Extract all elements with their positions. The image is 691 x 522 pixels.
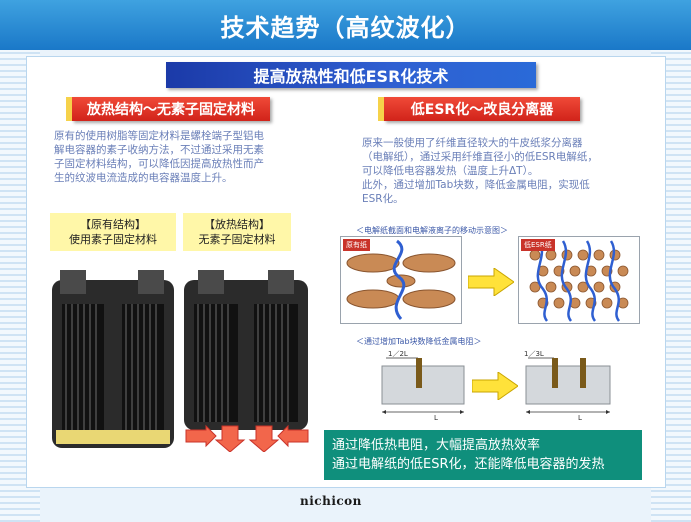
original-capacitor-illustration: [48, 264, 178, 452]
right-paragraph-line: ESR化。: [362, 193, 404, 205]
left-banner: 放热结构～无素子固定材料: [66, 97, 270, 121]
label-original-desc: 使用素子固定材料: [69, 233, 157, 246]
new-capacitor-illustration: [180, 264, 312, 452]
diagram2-title: ＜通过增加Tab块数降低金属电阻＞: [356, 337, 482, 346]
original-paper-panel: 原有纸: [340, 236, 462, 324]
tab-diagram-two: [381, 357, 465, 414]
new-paper-panel: 低ESR纸: [518, 236, 640, 324]
label-new-desc: 无素子固定材料: [198, 233, 276, 246]
left-paragraph-line: 原有的使用树脂等固定材料是螺栓端子型铝电: [54, 130, 264, 142]
main-banner: 提高放热性和低ESR化技术: [166, 62, 536, 88]
page-title: 技术趋势（高纹波化）: [0, 0, 691, 50]
left-paragraph-line: 子固定材料结构，可以降低因提高放热性而产: [54, 158, 264, 170]
label-original-title: 【原有结构】: [80, 218, 146, 231]
summary-line-1: 通过降低热电阻，大幅提高放热效率: [332, 438, 541, 453]
arrow-right-icon: [468, 268, 514, 296]
tab-left-label: 1／2L: [388, 350, 408, 358]
label-new-title: 【放热结构】: [204, 218, 270, 231]
tab-diagram-three: [525, 357, 611, 414]
right-paragraph-line: （电解纸），通过采用纤维直径小的低ESR电解纸，: [362, 151, 598, 163]
new-paper-diagram: [529, 240, 629, 322]
summary-line-2: 通过电解纸的低ESR化，还能降低电容器的发热: [332, 457, 605, 472]
original-paper-diagram: [346, 239, 456, 320]
summary-box: 通过降低热电阻，大幅提高放热效率 通过电解纸的低ESR化，还能降低电容器的发热: [324, 430, 642, 480]
tab-right-label: 1／3L: [524, 350, 544, 358]
label-new-structure: 【放热结构】 无素子固定材料: [183, 213, 291, 251]
right-paragraph-line: 此外，通过增加Tab块数，降低金属电阻，实现低: [362, 179, 590, 191]
label-original-structure: 【原有结构】 使用素子固定材料: [50, 213, 176, 251]
left-paragraph: 原有的使用树脂等固定材料是螺栓端子型铝电 解电容器的素子收纳方法，不过通过采用无…: [54, 129, 324, 185]
right-banner: 低ESR化～改良分离器: [378, 97, 580, 121]
right-paragraph-line: 可以降低电容器发热（温度上升ΔT）。: [362, 165, 539, 177]
left-paragraph-line: 解电容器的素子收纳方法，不过通过采用无素: [54, 144, 264, 156]
new-paper-tag: 低ESR纸: [521, 239, 555, 251]
left-paragraph-line: 生的纹波电流造成的电容器温度上升。: [54, 172, 233, 184]
original-paper-tag: 原有纸: [343, 239, 370, 251]
length-label-left: L: [434, 414, 438, 422]
diagram1-title: ＜电解纸截面和电解液离子的移动示意图＞: [356, 226, 508, 235]
company-logo: nichicon: [300, 494, 362, 508]
right-paragraph-line: 原来一般使用了纤维直径较大的牛皮纸浆分离器: [362, 137, 583, 149]
right-paragraph: 原来一般使用了纤维直径较大的牛皮纸浆分离器 （电解纸），通过采用纤维直径小的低E…: [362, 136, 652, 206]
length-label-right: L: [578, 414, 582, 422]
arrow-right-icon: [472, 372, 518, 400]
